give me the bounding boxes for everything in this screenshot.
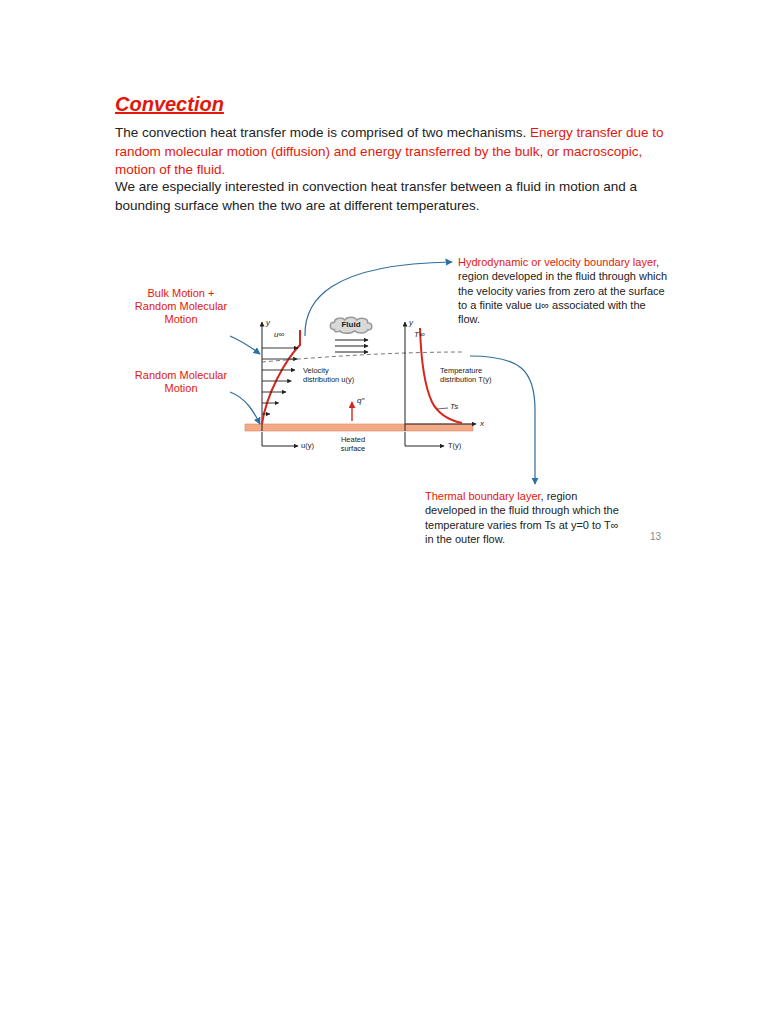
- page-number: 13: [650, 531, 661, 543]
- diagram-label: Temperature distribution T(y): [440, 366, 498, 384]
- velocity-arrow: [262, 414, 270, 415]
- axis-label: x: [480, 419, 484, 429]
- text-run: We are especially interested in convecti…: [115, 179, 637, 213]
- axis-label: y: [409, 318, 413, 328]
- fluid-cloud: Fluid: [328, 316, 374, 334]
- velocity-arrow: [262, 348, 298, 349]
- leader-line: [305, 262, 452, 336]
- heat-flux-arrow: [351, 402, 352, 421]
- text-run: The convection heat transfer mode is com…: [115, 125, 526, 140]
- y-axis: [262, 322, 263, 431]
- text-run: Thermal boundary layer: [425, 490, 541, 502]
- flow-arrow: [335, 346, 368, 347]
- y-axis: [405, 322, 406, 431]
- velocity-profile: [262, 330, 300, 424]
- velocity-arrow: [262, 381, 291, 382]
- slide-title: Convection: [115, 93, 224, 116]
- axis-label: u(y): [301, 441, 314, 450]
- slide-ground: [108, 88, 678, 548]
- text-run: Hydrodynamic or velocity boundary layer: [458, 256, 656, 268]
- heated-surface: [245, 424, 473, 431]
- callout-text: Thermal boundary layer, region developed…: [425, 489, 627, 546]
- flow-arrow: [335, 352, 368, 353]
- axis-label: u∞: [274, 330, 284, 340]
- velocity-arrow: [262, 403, 279, 404]
- x-axis: [405, 424, 476, 425]
- leader-line: [230, 336, 260, 354]
- body-paragraph: The convection heat transfer mode is com…: [115, 124, 671, 180]
- node-text: Fluid: [328, 321, 374, 330]
- flow-arrow: [335, 340, 368, 341]
- diagram-label: Heated surface: [330, 435, 376, 453]
- velocity-arrow: [262, 370, 295, 371]
- axis-label: Ts: [450, 402, 458, 412]
- axis-label: y: [266, 318, 270, 328]
- callout-label: Bulk Motion + Random Molecular Motion: [126, 287, 236, 327]
- velocity-arrow: [262, 392, 286, 393]
- velocity-arrows: [262, 348, 298, 414]
- diagram-label: Velocity distribution u(y): [303, 366, 355, 384]
- axis-label: T(y): [448, 441, 461, 450]
- leader-line: [230, 392, 260, 424]
- callout-text: Hydrodynamic or velocity boundary layer,…: [458, 255, 668, 326]
- u-axis-arrow: [262, 432, 298, 446]
- body-paragraph: We are especially interested in convecti…: [115, 178, 671, 215]
- t-axis-arrow: [405, 432, 444, 446]
- callout-label: Random Molecular Motion: [126, 369, 236, 395]
- ts-leader: [437, 408, 448, 409]
- boundary-layer-edge: [262, 352, 462, 362]
- axis-label: T∞: [414, 330, 425, 340]
- axis-label: q″: [357, 396, 364, 406]
